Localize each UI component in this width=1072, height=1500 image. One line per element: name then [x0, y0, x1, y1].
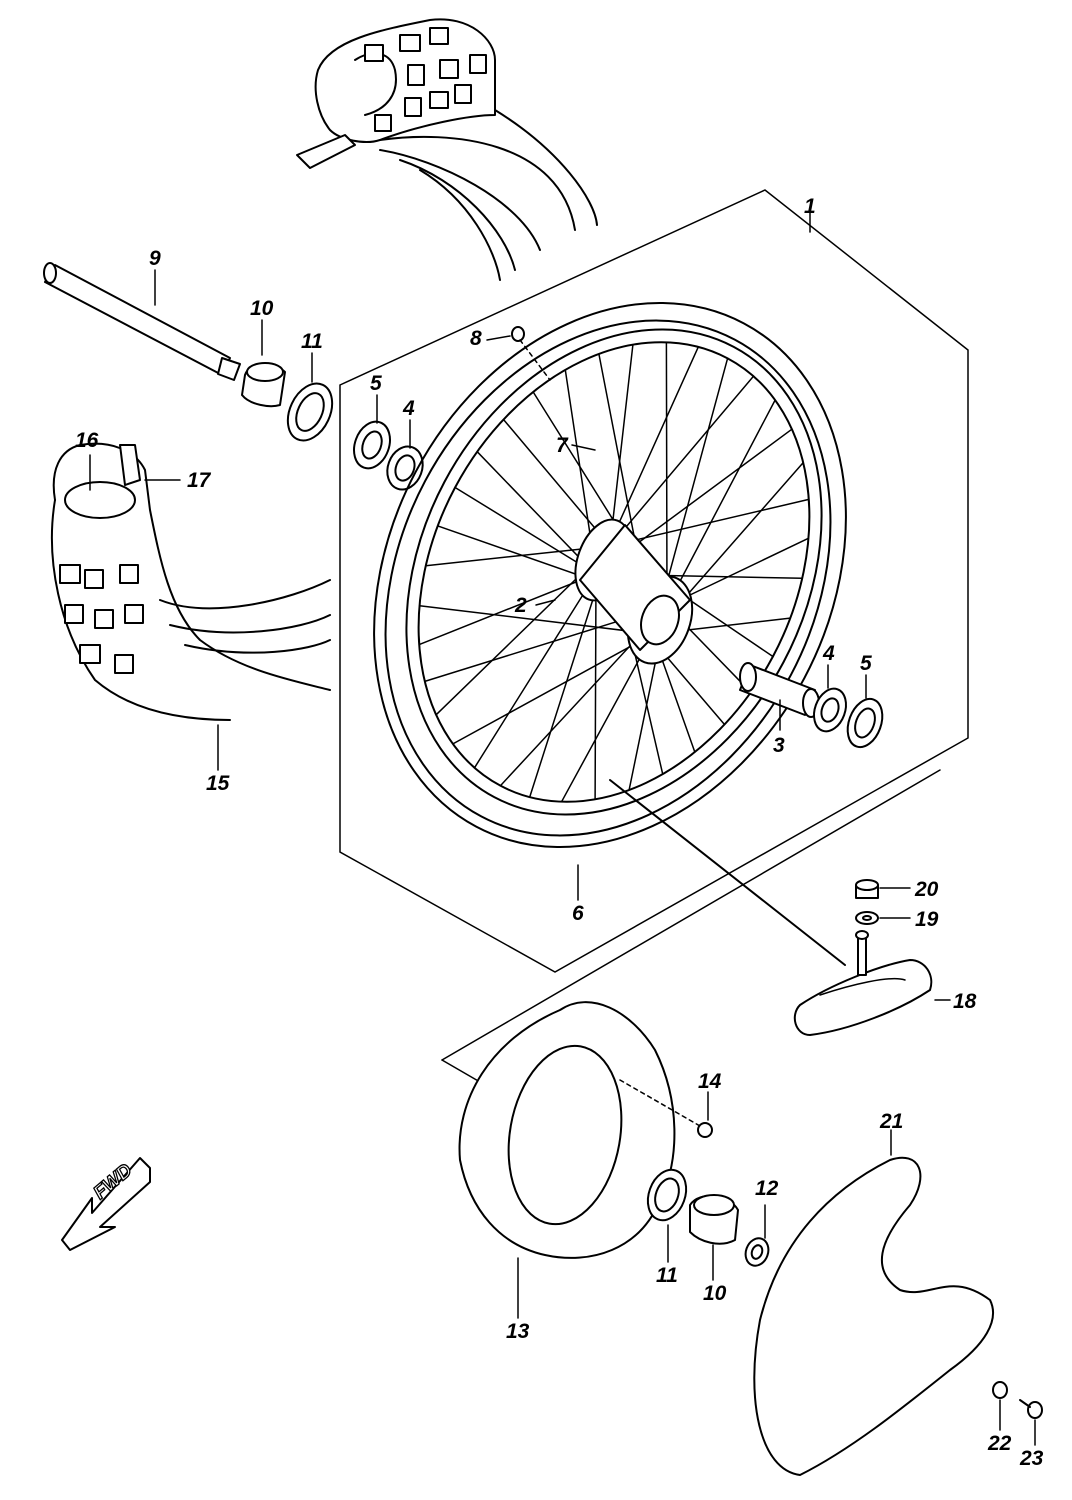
- hub: [574, 518, 694, 665]
- nut: [855, 879, 879, 899]
- ref-label-13: 13: [506, 1320, 530, 1343]
- spoke: [454, 486, 597, 575]
- ref-label-21: 21: [879, 1110, 903, 1133]
- spoke: [418, 604, 654, 635]
- ref-label-11a: 11: [301, 330, 323, 353]
- ref-label-14: 14: [698, 1070, 722, 1093]
- axle: [43, 262, 241, 381]
- cover-washer: [992, 1381, 1008, 1399]
- ref-label-19: 19: [915, 908, 939, 931]
- spoke: [609, 343, 634, 547]
- dust-seal-upper: [286, 382, 334, 442]
- tire-upper: [296, 18, 598, 281]
- ref-label-3: 3: [773, 734, 785, 757]
- disc-bolt: [619, 1079, 713, 1138]
- disc-group-frame: [441, 769, 941, 1083]
- reference-labels: 1 2 3 4 4 5 5 6 7 8 9 10 10 11 11 12 13 …: [75, 195, 1044, 1470]
- dust-seal-lower: [646, 1168, 688, 1222]
- ref-label-6: 6: [572, 902, 584, 925]
- ref-label-4a: 4: [402, 397, 415, 420]
- assembly-frame: [339, 189, 969, 973]
- spoke: [560, 633, 654, 803]
- ref-label-22: 22: [987, 1432, 1012, 1455]
- ref-label-20: 20: [914, 878, 939, 901]
- ref-label-1: 1: [804, 195, 816, 218]
- fwd-label: FWD: [90, 1160, 137, 1204]
- spoke: [473, 573, 597, 769]
- valve-leader: [609, 779, 846, 966]
- bearing-right: [813, 687, 847, 733]
- leader-lines: [89, 269, 1036, 1446]
- spoke: [594, 573, 597, 801]
- spacer-upper: [241, 362, 286, 408]
- ref-label-5a: 5: [370, 372, 382, 395]
- disc-cover: [753, 1156, 995, 1476]
- ref-label-4b: 4: [822, 642, 835, 665]
- ref-label-23: 23: [1019, 1447, 1044, 1470]
- spoke-nipple: [511, 326, 551, 381]
- ref-label-7: 7: [556, 434, 569, 457]
- spoke: [609, 498, 810, 547]
- ref-label-9: 9: [149, 247, 161, 270]
- ref-label-17: 17: [187, 469, 212, 492]
- bearing-left: [386, 445, 424, 491]
- spacer-lower: [689, 1194, 739, 1245]
- spoke: [418, 573, 597, 646]
- fwd-arrow-icon: FWD: [61, 1157, 151, 1251]
- spoke: [665, 341, 668, 607]
- ref-label-12: 12: [755, 1177, 779, 1200]
- oil-seal-left: [353, 420, 391, 470]
- tire-lower-left: [50, 442, 331, 721]
- ref-label-5b: 5: [860, 652, 872, 675]
- ref-label-15: 15: [206, 772, 230, 795]
- collar-nut: [744, 1237, 770, 1267]
- ref-label-8: 8: [470, 327, 482, 350]
- spoke: [452, 633, 654, 745]
- ref-label-16: 16: [75, 429, 99, 452]
- spoke: [502, 418, 611, 547]
- brake-disc: [458, 1001, 676, 1259]
- ref-label-11b: 11: [656, 1264, 678, 1287]
- spoke: [666, 399, 776, 607]
- ref-label-2: 2: [514, 594, 527, 617]
- washer: [855, 911, 879, 925]
- ref-label-18: 18: [953, 990, 977, 1013]
- cover-bolt: [1019, 1399, 1043, 1419]
- oil-seal-right: [846, 697, 884, 749]
- rim-lock: [793, 930, 933, 1036]
- spoke: [609, 375, 755, 547]
- ref-label-10a: 10: [250, 297, 274, 320]
- ref-label-10b: 10: [703, 1282, 727, 1305]
